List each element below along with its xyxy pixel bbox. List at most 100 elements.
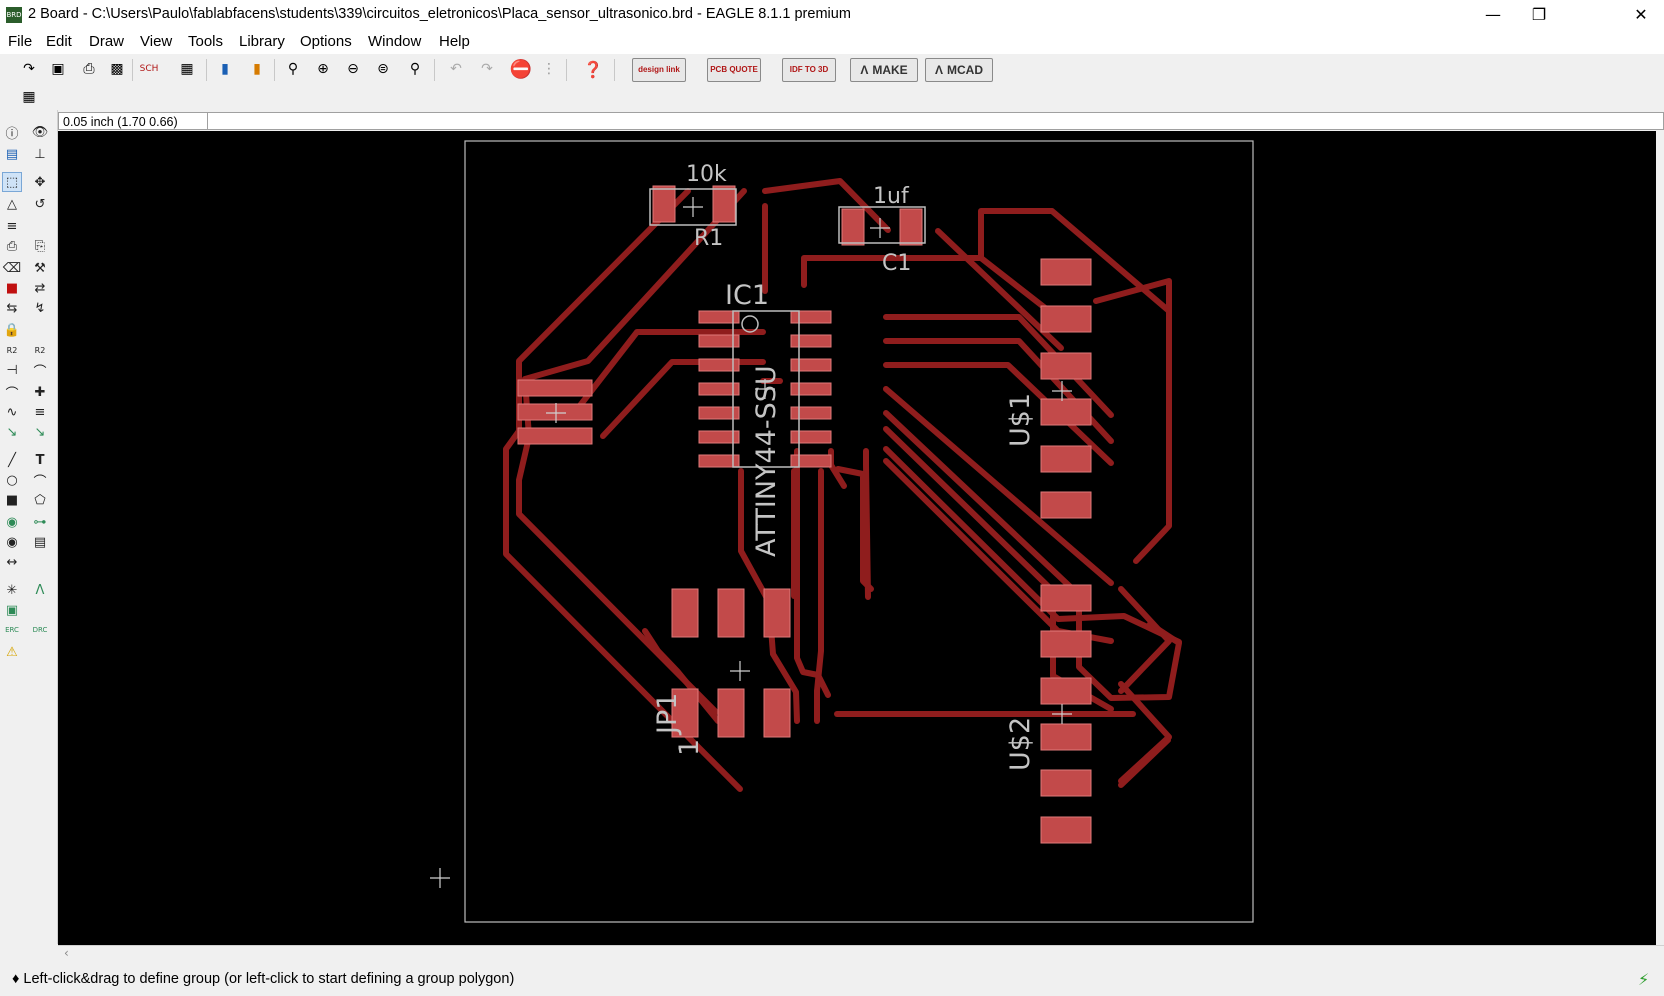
- us2-pad[interactable]: [1040, 584, 1092, 612]
- circle-icon[interactable]: ○: [6, 472, 18, 488]
- jp1-pad[interactable]: [763, 588, 791, 638]
- copy-icon[interactable]: ⎙: [6, 238, 18, 254]
- lightning-icon[interactable]: ⚡: [1638, 970, 1650, 989]
- menu-library[interactable]: Library: [239, 33, 285, 50]
- ic1-pad[interactable]: [698, 382, 740, 396]
- ripup-icon[interactable]: ≡: [34, 404, 46, 420]
- swap-icon[interactable]: ⇆: [6, 300, 18, 316]
- via-icon[interactable]: ◉: [6, 514, 18, 530]
- show-icon[interactable]: 👁: [31, 124, 49, 140]
- errors-icon[interactable]: ⚠: [6, 644, 18, 660]
- undo-icon[interactable]: ↶: [450, 61, 462, 77]
- split-icon[interactable]: ⊣: [6, 362, 18, 378]
- ic1-pad[interactable]: [790, 310, 832, 324]
- run-script-icon[interactable]: ▮: [221, 61, 229, 77]
- c1-pad[interactable]: [841, 208, 865, 246]
- ic1-pad[interactable]: [698, 310, 740, 324]
- ic1-pad[interactable]: [698, 406, 740, 420]
- save-icon[interactable]: ▣: [51, 61, 65, 77]
- hole-icon[interactable]: ◉: [6, 534, 18, 550]
- lock-icon[interactable]: 🔒: [3, 322, 21, 338]
- grid-icon[interactable]: ▦: [22, 89, 36, 105]
- delete-icon[interactable]: ⌫: [2, 260, 22, 276]
- menu-file[interactable]: File: [8, 33, 33, 50]
- header-pad[interactable]: [517, 379, 593, 397]
- ic1-pad[interactable]: [698, 358, 740, 372]
- arc-icon[interactable]: ⌒: [33, 474, 47, 490]
- ic1-pad[interactable]: [698, 334, 740, 348]
- board-drawing[interactable]: 10k R1 1uf C1 IC1 ATTINY44-SSU JP1 1 U$1…: [58, 131, 1656, 945]
- cam-processor-icon[interactable]: ▩: [110, 61, 124, 77]
- run-ulp-icon[interactable]: ▮: [253, 61, 261, 77]
- ic1-pad[interactable]: [790, 334, 832, 348]
- command-line[interactable]: [208, 112, 1664, 130]
- text-icon[interactable]: T: [35, 452, 45, 468]
- rect-icon[interactable]: ■: [5, 492, 19, 508]
- r1-pad[interactable]: [712, 185, 736, 223]
- stop-icon[interactable]: ⛔: [509, 58, 533, 80]
- info-icon[interactable]: ⓘ: [5, 126, 19, 142]
- paste-icon[interactable]: ⎘: [34, 238, 46, 254]
- us2-pad[interactable]: [1040, 816, 1092, 844]
- jp1-pad[interactable]: [717, 688, 745, 738]
- polygon-icon[interactable]: ⬠: [34, 492, 46, 508]
- design-block-icon[interactable]: ▣: [5, 602, 19, 618]
- us1-pad[interactable]: [1040, 491, 1092, 519]
- close-icon[interactable]: ✕: [1634, 5, 1648, 24]
- idf-to-3d-button[interactable]: IDF TO 3D: [782, 58, 836, 82]
- drc-icon[interactable]: DRC: [32, 626, 48, 634]
- ic1-pad[interactable]: [698, 454, 740, 468]
- ic1-pad[interactable]: [790, 430, 832, 444]
- menu-draw[interactable]: Draw: [89, 33, 125, 50]
- line-icon[interactable]: ╱: [8, 452, 16, 468]
- name-icon[interactable]: R2: [6, 345, 18, 355]
- jp1-pad[interactable]: [671, 588, 699, 638]
- restore-icon[interactable]: ❐: [1531, 5, 1547, 24]
- miter-icon[interactable]: ⌒: [33, 364, 47, 380]
- header-pad[interactable]: [517, 403, 593, 421]
- board-canvas[interactable]: 10k R1 1uf C1 IC1 ATTINY44-SSU JP1 1 U$1…: [58, 131, 1656, 945]
- smash-icon[interactable]: ↯: [34, 300, 46, 316]
- value-icon[interactable]: R2: [34, 345, 46, 355]
- us2-pad[interactable]: [1040, 723, 1092, 751]
- zoom-fit-icon[interactable]: ⚲: [287, 61, 299, 77]
- ic1-pad[interactable]: [790, 454, 832, 468]
- ic1-pad[interactable]: [790, 358, 832, 372]
- mirror-icon[interactable]: △: [7, 196, 17, 212]
- menu-edit[interactable]: Edit: [46, 33, 72, 50]
- us2-pad[interactable]: [1040, 677, 1092, 705]
- vertical-scrollbar[interactable]: [1656, 131, 1664, 945]
- ic1-pad[interactable]: [790, 406, 832, 420]
- menu-help[interactable]: Help: [439, 33, 470, 50]
- dimension-icon[interactable]: ↔: [6, 554, 18, 570]
- redo-icon[interactable]: ↷: [481, 61, 493, 77]
- mark-icon[interactable]: ⊥: [34, 146, 46, 162]
- ic1-pad[interactable]: [698, 430, 740, 444]
- zoom-redraw-icon[interactable]: ⊜: [377, 61, 389, 77]
- print-icon[interactable]: ⎙: [83, 61, 95, 77]
- pad-icon[interactable]: ⊶: [33, 514, 47, 530]
- align-icon[interactable]: ≡: [6, 218, 18, 234]
- signal-icon[interactable]: ↘: [34, 424, 46, 440]
- menu-window[interactable]: Window: [368, 33, 422, 50]
- optimize-icon[interactable]: ⌒: [5, 386, 19, 402]
- horizontal-scrollbar[interactable]: ‹: [58, 945, 1664, 963]
- autoroute-icon[interactable]: Λ: [35, 582, 45, 598]
- rotate-icon[interactable]: ↺: [34, 196, 46, 212]
- minimize-icon[interactable]: —: [1485, 5, 1501, 24]
- menu-view[interactable]: View: [140, 33, 173, 50]
- add-icon[interactable]: ■: [5, 280, 19, 296]
- menu-options[interactable]: Options: [300, 33, 352, 50]
- library-icon[interactable]: ▦: [180, 61, 194, 77]
- go-icon[interactable]: ⋮: [542, 61, 556, 77]
- attribute-icon[interactable]: ▤: [33, 534, 47, 550]
- jp1-pad[interactable]: [763, 688, 791, 738]
- schematic-switch-icon[interactable]: SCH: [139, 64, 159, 74]
- move-icon[interactable]: ✥: [34, 174, 46, 190]
- us1-pad[interactable]: [1040, 352, 1092, 380]
- replace-icon[interactable]: ⇄: [34, 280, 46, 296]
- menu-tools[interactable]: Tools: [188, 33, 224, 50]
- ratsnest-icon[interactable]: ✳: [6, 582, 18, 598]
- zoom-in-icon[interactable]: ⊕: [317, 61, 329, 77]
